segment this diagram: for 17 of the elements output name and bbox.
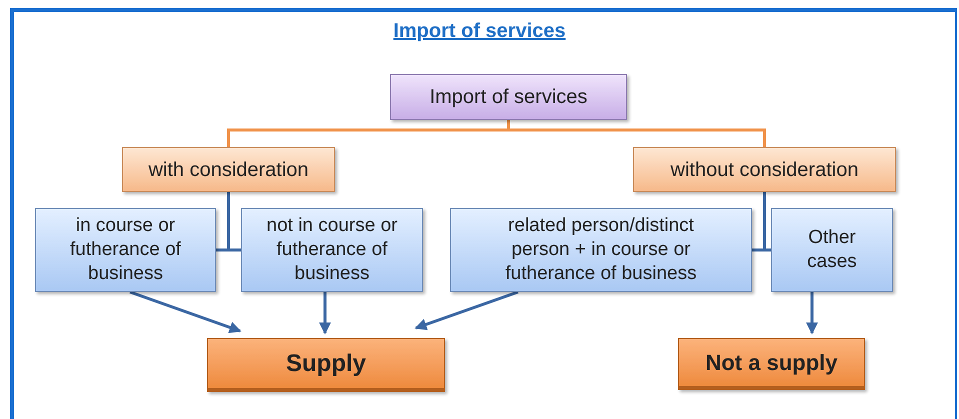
process-box: related person/distinct person + in course or futherance of business bbox=[450, 208, 752, 292]
arrow bbox=[414, 290, 518, 330]
arrow bbox=[806, 292, 818, 334]
process-box: in course or futherance of business bbox=[35, 208, 216, 292]
connector-line bbox=[763, 192, 771, 252]
process-box: Other cases bbox=[771, 208, 893, 292]
process-box: not in course or futherance of business bbox=[241, 208, 423, 292]
arrow bbox=[130, 290, 242, 334]
process-box: Supply bbox=[207, 338, 445, 392]
connector-line bbox=[507, 120, 766, 147]
connector-line bbox=[227, 192, 241, 252]
arrow bbox=[319, 292, 331, 334]
diagram-title: Import of services bbox=[393, 19, 566, 44]
process-box: with consideration bbox=[122, 147, 335, 192]
process-box: without consideration bbox=[633, 147, 896, 192]
process-box: Import of services bbox=[390, 74, 627, 120]
process-box: Not a supply bbox=[678, 338, 865, 390]
